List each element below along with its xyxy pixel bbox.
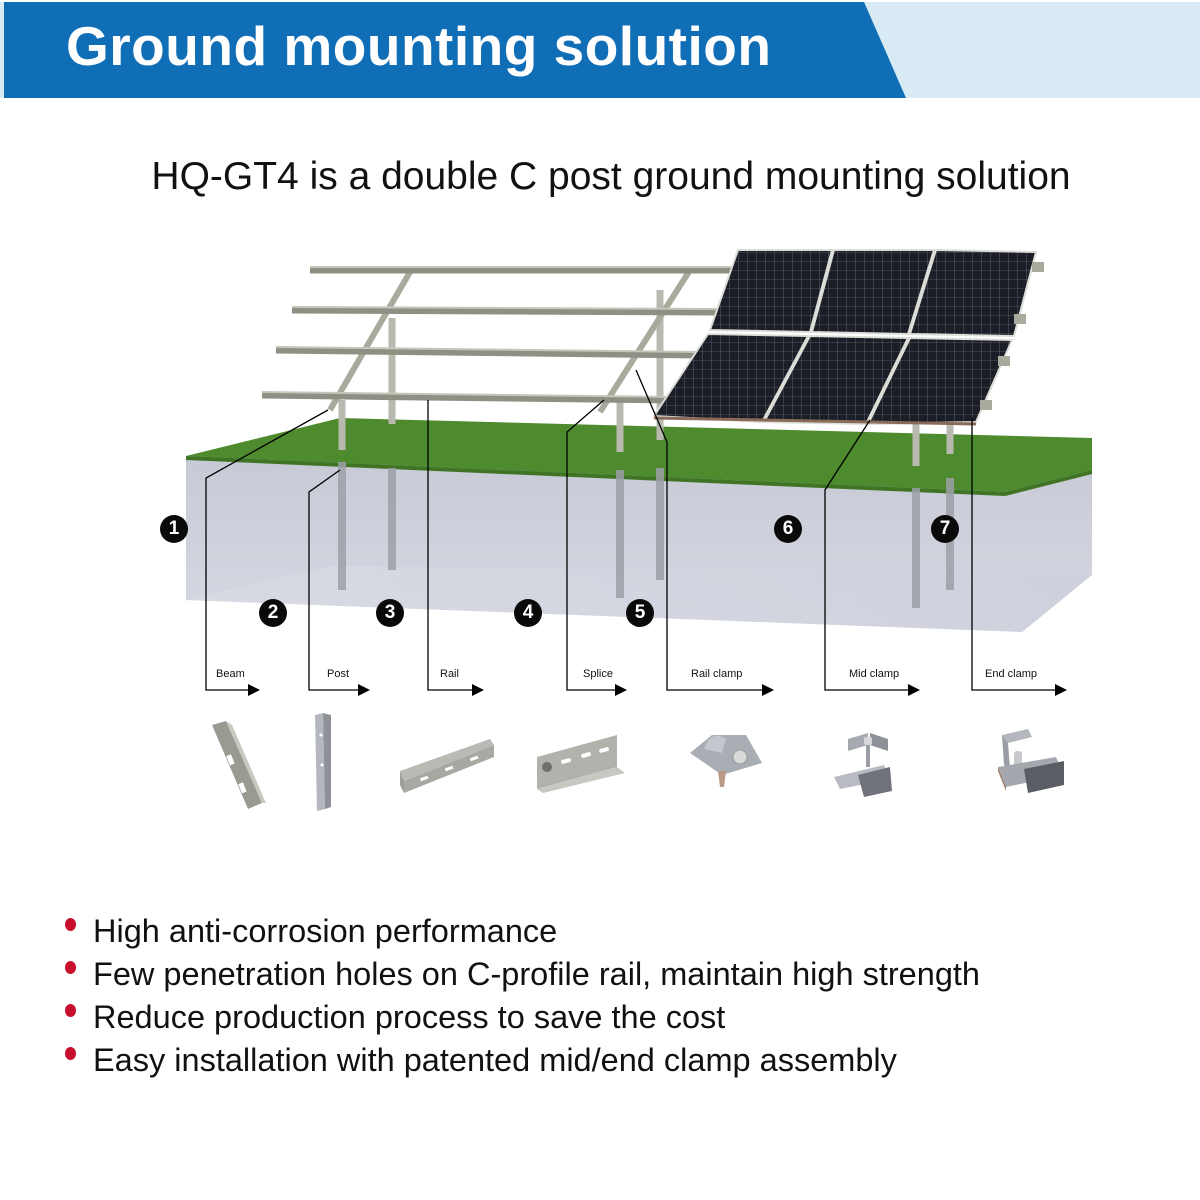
label-mid-clamp: Mid clamp: [849, 668, 900, 680]
leader-lines: [205, 369, 1055, 691]
end-clamp-icon: [984, 705, 1094, 825]
feature-item: Few penetration holes on C-profile rail,…: [62, 953, 980, 996]
arrowheads: [248, 684, 1067, 696]
bullet-icon: [65, 961, 76, 974]
feature-item: Reduce production process to save the co…: [62, 996, 980, 1039]
bullet-icon: [65, 1047, 76, 1060]
callout-badge-3: 3: [376, 599, 404, 627]
bullet-icon: [65, 918, 76, 931]
rail-profile-icon: [390, 705, 500, 825]
rail-clamp-icon: [682, 705, 792, 825]
callout-badge-4: 4: [514, 599, 542, 627]
label-rail: Rail: [440, 668, 459, 680]
solar-panel-array: [652, 248, 1038, 426]
page-title: Ground mounting solution: [66, 15, 772, 77]
callout-badge-2: 2: [259, 599, 287, 627]
callout-badge-5: 5: [626, 599, 654, 627]
label-beam: Beam: [216, 668, 245, 680]
underground-posts: [338, 462, 954, 608]
ground-block: [186, 418, 1092, 632]
label-end-clamp: End clamp: [985, 668, 1037, 680]
bullet-icon: [65, 1004, 76, 1017]
mounting-diagram: 1 2 3 4 5 6 7 Beam Post Rail Splice Rail…: [0, 230, 1200, 710]
beams: [327, 268, 693, 414]
header-banner: Ground mounting solution: [0, 0, 1200, 98]
subtitle: HQ-GT4 is a double C post ground mountin…: [151, 155, 1071, 198]
mounting-structure-illustration: [186, 248, 1092, 696]
callout-badge-6: 6: [774, 515, 802, 543]
feature-text: Few penetration holes on C-profile rail,…: [93, 956, 981, 992]
rails: [261, 266, 740, 404]
callout-badge-7: 7: [931, 515, 959, 543]
feature-item: Easy installation with patented mid/end …: [62, 1039, 980, 1082]
mid-clamp-icon: [828, 705, 938, 825]
callout-badge-1: 1: [160, 515, 188, 543]
feature-text: Easy installation with patented mid/end …: [93, 1042, 897, 1078]
post-profile-icon: [275, 705, 385, 825]
header-title-band: [4, 2, 906, 98]
component-gallery: [0, 705, 1200, 825]
feature-item: High anti-corrosion performance: [62, 910, 980, 953]
label-splice: Splice: [583, 668, 613, 680]
beam-profile-icon: [190, 705, 300, 825]
feature-list: High anti-corrosion performance Few pene…: [62, 910, 980, 1082]
feature-text: Reduce production process to save the co…: [93, 999, 726, 1035]
label-rail-clamp: Rail clamp: [691, 668, 743, 680]
splice-profile-icon: [525, 705, 635, 825]
feature-text: High anti-corrosion performance: [93, 913, 558, 949]
label-post: Post: [327, 668, 350, 680]
